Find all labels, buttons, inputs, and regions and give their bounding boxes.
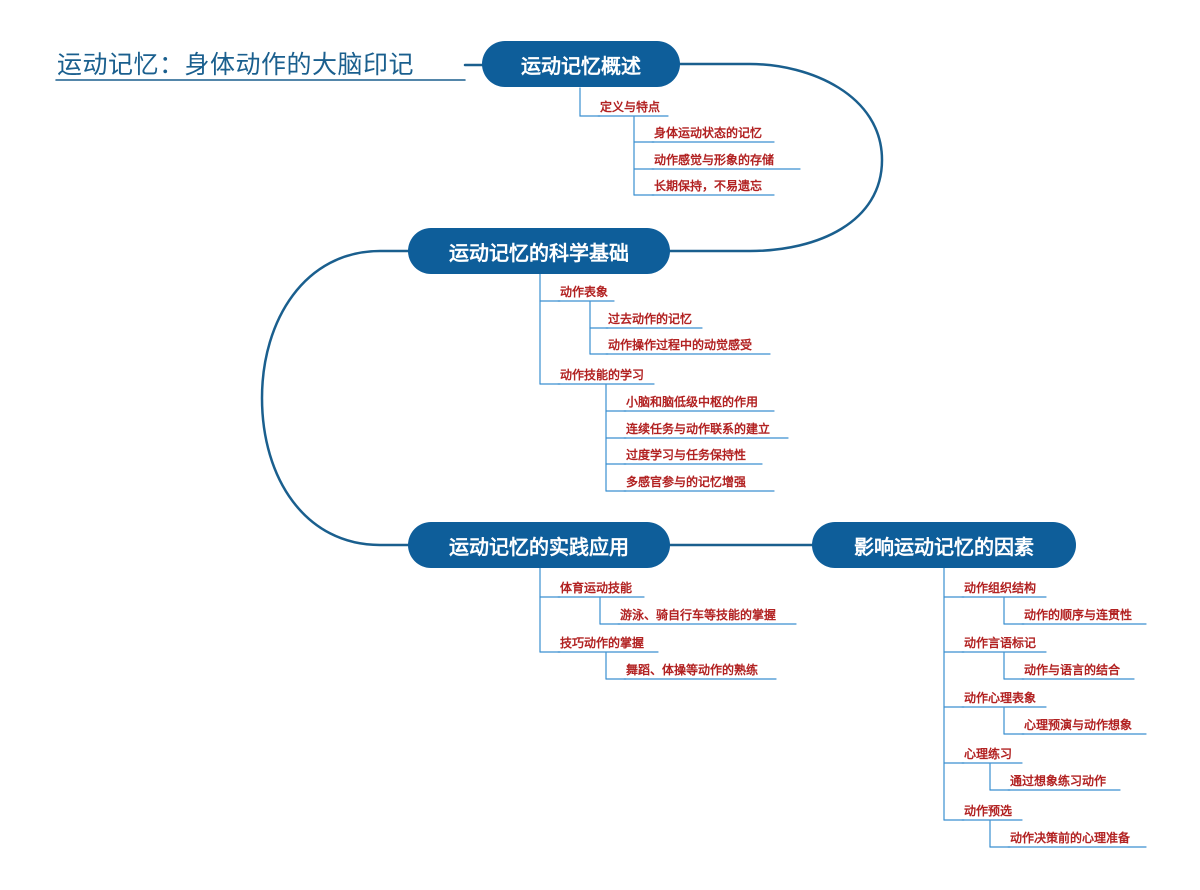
leaf-multisensory-enhancement[interactable]: 多感官参与的记忆增强 (626, 475, 747, 489)
leaf-imagined-practice[interactable]: 通过想象练习动作 (1010, 774, 1107, 788)
topic-scientific-basis-node[interactable]: 运动记忆的科学基础 (408, 228, 670, 274)
branch-action-preselection[interactable]: 动作预选 (964, 804, 1013, 818)
branch-technique-mastery[interactable]: 技巧动作的掌握 (560, 636, 645, 650)
leaf-long-term-retention[interactable]: 长期保持，不易遗忘 (654, 179, 763, 193)
branch-sports-skills[interactable]: 体育运动技能 (560, 581, 633, 595)
branch-mental-practice[interactable]: 心理练习 (964, 747, 1013, 761)
branch-motor-skill-learning[interactable]: 动作技能的学习 (560, 368, 645, 382)
leaf-sensation-image-storage[interactable]: 动作感觉与形象的存储 (654, 153, 775, 167)
leaf-action-language-link[interactable]: 动作与语言的结合 (1024, 663, 1121, 677)
topic-overview-node[interactable]: 运动记忆概述 (482, 41, 680, 87)
map-title: 运动记忆：身体动作的大脑印记 (57, 50, 415, 79)
leaf-overlearning-retention[interactable]: 过度学习与任务保持性 (626, 448, 747, 462)
branch-action-structure[interactable]: 动作组织结构 (964, 581, 1037, 595)
leaf-kinesthetic-feeling[interactable]: 动作操作过程中的动觉感受 (608, 338, 753, 352)
leaf-dance-gymnastics[interactable]: 舞蹈、体操等动作的熟练 (626, 663, 759, 677)
topic-influencing-factors-node[interactable]: 影响运动记忆的因素 (812, 522, 1076, 568)
leaf-pre-decision-preparation[interactable]: 动作决策前的心理准备 (1010, 831, 1131, 845)
leaf-swimming-cycling[interactable]: 游泳、骑自行车等技能的掌握 (620, 608, 777, 622)
leaf-body-motion-memory[interactable]: 身体运动状态的记忆 (654, 126, 763, 140)
topic-practical-application-node[interactable]: 运动记忆的实践应用 (408, 522, 670, 568)
branch-verbal-labeling[interactable]: 动作言语标记 (964, 636, 1037, 650)
leaf-past-motion-memory[interactable]: 过去动作的记忆 (608, 312, 693, 326)
branch-mental-imagery[interactable]: 动作心理表象 (964, 691, 1037, 705)
branch-definition-features[interactable]: 定义与特点 (600, 100, 661, 114)
branch-motion-imagery[interactable]: 动作表象 (560, 285, 609, 299)
flow-curve-2-3 (260, 249, 410, 547)
flow-curve-1-2 (668, 62, 884, 253)
leaf-cerebellum-role[interactable]: 小脑和脑低级中枢的作用 (626, 395, 759, 409)
leaf-continuous-task-link[interactable]: 连续任务与动作联系的建立 (626, 422, 771, 436)
leaf-sequence-coherence[interactable]: 动作的顺序与连贯性 (1024, 608, 1133, 622)
leaf-mental-rehearsal[interactable]: 心理预演与动作想象 (1024, 718, 1133, 732)
